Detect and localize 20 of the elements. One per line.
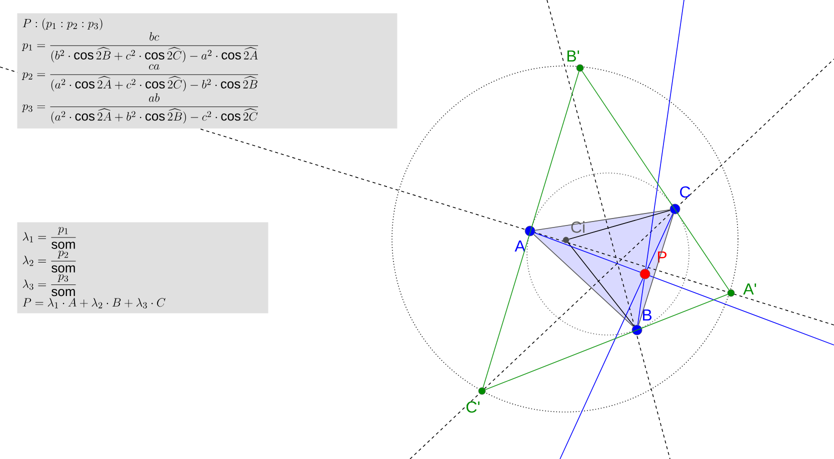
line-segment (534, 232, 641, 273)
point-label: A (514, 240, 526, 252)
point-label: C (680, 186, 690, 198)
point-label: C' (466, 401, 480, 413)
line-segment (534, 209, 670, 231)
point-label: Ci (571, 221, 584, 233)
line-segment (482, 71, 580, 388)
point-label: A' (743, 284, 756, 294)
line-segment (582, 70, 730, 290)
line-segment (485, 294, 728, 390)
line-segment (568, 210, 670, 240)
line-segment (646, 213, 674, 270)
point-label: B' (567, 50, 580, 62)
line-segment (568, 242, 634, 326)
line-segment (637, 278, 645, 326)
line-segment (533, 234, 634, 327)
formula-panel: $P : (p_1 : p_2 : p_3)$ $p_1 = \frac{bc}{(b^2 \cdot \cos \widehat{2B} + c^2 \cdot \cos \widehat{2C}) - a^2 \cdot \cos \widehat{2A}}$ $p_2 = \frac{ca}{(a^2 \cdot \cos \widehat{2A} + c^2 \cdot \cos \widehat{2C}) - b^2 \cdot \cos \widehat{2B}}$ $p_3 = \frac{ab}{(a^2 \cdot \cos \widehat{2A} + b^2 \cdot \cos \widehat{2B}) - c^2 \cdot \cos \widehat{2C}}$ (17, 13, 398, 129)
point-label: B (643, 310, 652, 320)
line-segment (638, 214, 674, 326)
formula-panel: $\lambda_1 = \frac{p_1}{\mathrm{som}}$ $\lambda_2 = \frac{p_2}{\mathrm{som}}$ $\lambda_3 = \frac{p_3}{\mathrm{som}}$ $P = \lambda_1 \cdot A + \lambda_2 \cdot B + \lambda_3 \cdot C$ (17, 222, 268, 314)
